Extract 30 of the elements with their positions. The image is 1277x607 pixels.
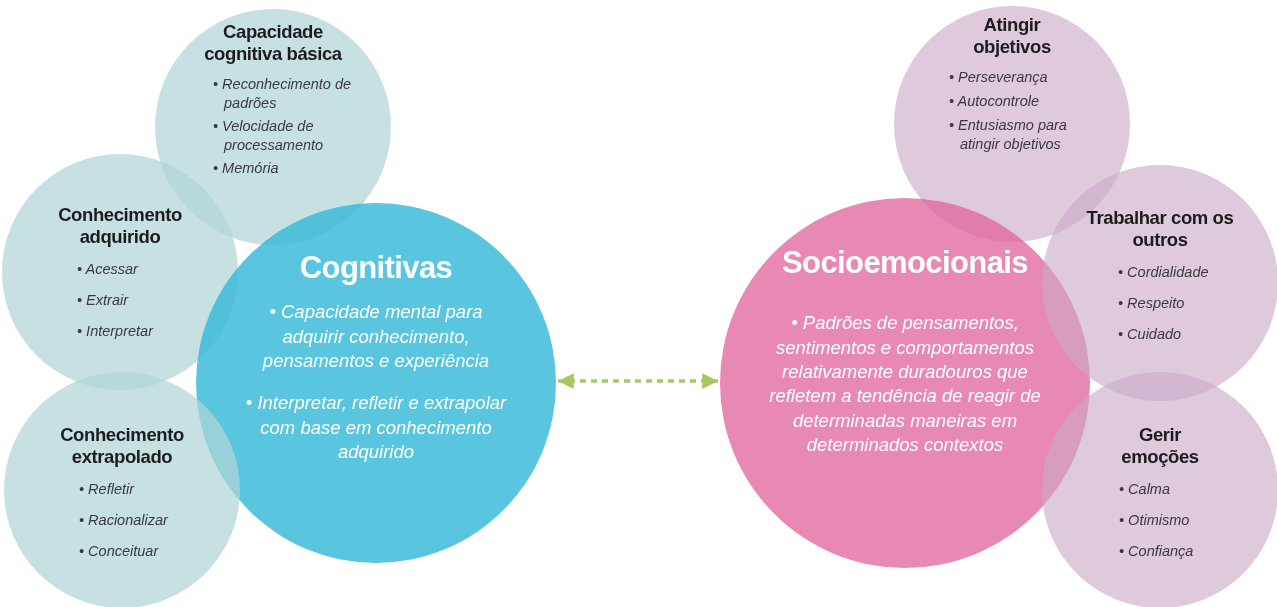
bullet-item: • Interpretar [77, 322, 155, 341]
bullet-item: • Perseverança [949, 68, 1049, 88]
bullet-item: • Respeito [1118, 294, 1186, 314]
bullet-item: • Memória [213, 158, 280, 178]
bullet-item: • Calma [1119, 480, 1171, 500]
bullet-item: • Autocontrole [949, 92, 1040, 112]
heading: Socioemocionais [781, 244, 1029, 282]
bullet-item: • Velocidade de processamento [213, 117, 325, 155]
description: • Capacidade mental para adquirir conhecimento, pensamentos e experiência [261, 300, 491, 373]
bullet-item: • Cordialidade [1118, 263, 1210, 283]
double-arrow [558, 373, 718, 389]
heading: Conhecimento extrapolado [59, 424, 185, 469]
bullet-item: • Extrair [77, 291, 130, 311]
bullet-item: • Conceituar [79, 542, 160, 561]
description: • Padrões de pensamentos, sentimentos e comportamentos relativamente duradouros que refletem a tendência de reagir de determinadas maneiras em determinados contextos [768, 311, 1042, 458]
heading: Gerir emoções [1120, 424, 1200, 469]
bullet-item: • Refletir [79, 480, 136, 500]
bullet-item: • Racionalizar [79, 511, 170, 531]
bullet-item: • Cuidado [1118, 325, 1183, 344]
bullet-item: • Acessar [77, 260, 140, 280]
heading: Cognitivas [298, 249, 454, 287]
heading: Conhecimento adquirido [57, 204, 183, 249]
heading: Trabalhar com os outros [1085, 207, 1235, 252]
bullet-item: • Reconhecimento de padrões [213, 75, 353, 114]
bullet-item: • Otimismo [1119, 511, 1191, 531]
heading: Capacidade cognitiva básica [203, 21, 343, 66]
heading: Atingir objetivos [972, 14, 1052, 59]
description: • Interpretar, refletir e extrapolar com base em conhecimento adquirido [244, 391, 508, 465]
bullet-item: • Entusiasmo para atingir objetivos [949, 116, 1068, 154]
bullet-item: • Confiança [1119, 542, 1195, 561]
